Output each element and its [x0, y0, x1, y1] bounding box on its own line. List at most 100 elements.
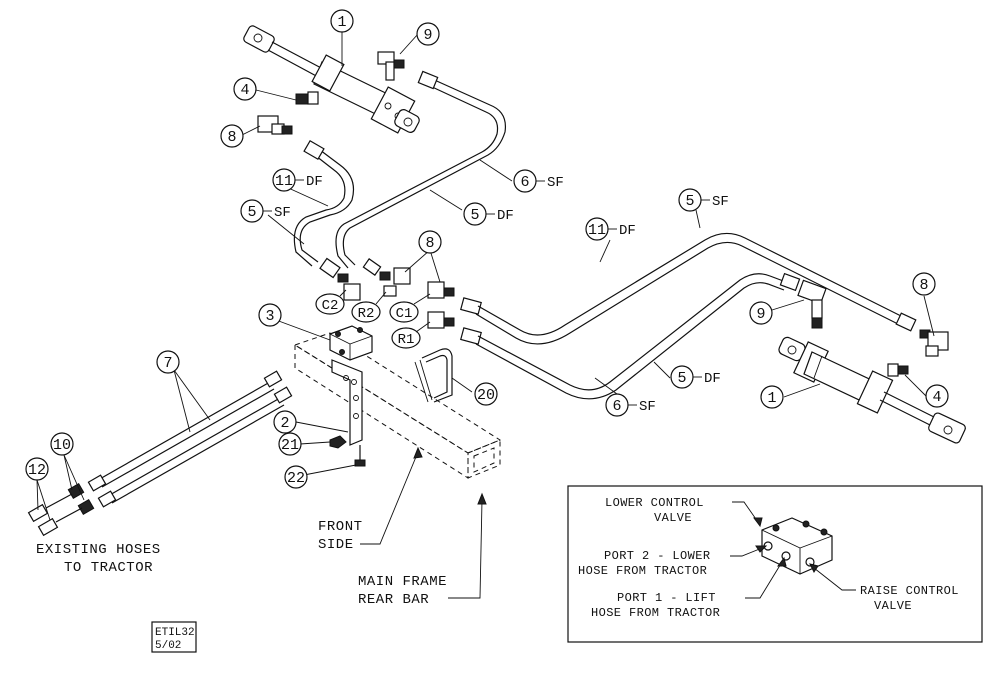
hose-11-df-left [293, 139, 355, 267]
callout-7: 7 [156, 350, 180, 374]
callout-8-right-number: 8 [919, 277, 928, 294]
callout-10: 10 [50, 432, 74, 456]
callout-12-number: 12 [28, 462, 46, 479]
callout-6-top-suffix: SF [547, 175, 564, 191]
label-front-side: FRONT SIDE [318, 446, 423, 553]
hose-11-df-right [475, 232, 917, 345]
callout-5-sf-right: 5 SF [678, 188, 729, 212]
callout-11-right-suffix: DF [619, 223, 636, 239]
callout-4-top: 4 [233, 77, 257, 101]
callout-6-low-number: 6 [612, 398, 621, 415]
callout-21: 21 [278, 432, 302, 456]
callout-8-mid: 8 [418, 230, 442, 254]
port-label-c2: C2 [315, 289, 347, 315]
callout-5-low-suffix: DF [704, 371, 721, 387]
port-label-r1: R1 [391, 321, 431, 349]
callout-3-number: 3 [265, 308, 274, 325]
port-label-c1: C1 [389, 293, 431, 323]
callout-leaders [36, 32, 935, 521]
inset-raise-control-line-2: VALVE [874, 599, 912, 613]
callout-4-top-number: 4 [240, 82, 249, 99]
callout-5-sf-left: 5 SF [240, 199, 291, 223]
front-side-line-2: SIDE [318, 537, 354, 553]
nut-21 [329, 435, 347, 449]
callout-21-number: 21 [281, 437, 299, 454]
inset-valve-body [761, 517, 833, 575]
inset-label-raise-control: RAISE CONTROL VALVE [809, 563, 959, 613]
fitting-r2 [362, 258, 411, 297]
bolt-22 [354, 445, 366, 467]
hydraulic-cylinder-top [243, 25, 420, 134]
callout-9-right: 9 [749, 301, 773, 325]
callout-5-df-mid: 5 DF [463, 202, 514, 226]
inset-raise-control-line-1: RAISE CONTROL [860, 584, 959, 598]
callout-5-right-number: 5 [685, 193, 694, 210]
label-existing-hoses: EXISTING HOSES TO TRACTOR [36, 542, 160, 576]
callout-1-right: 1 [760, 385, 784, 409]
callout-4-right-number: 4 [932, 389, 941, 406]
u-bolt-20 [414, 348, 453, 403]
existing-hoses-line-2: TO TRACTOR [64, 560, 153, 576]
callout-9-top: 9 [416, 22, 440, 46]
elbow-fitting-right-8 [919, 329, 949, 357]
callout-3: 3 [258, 303, 282, 327]
callout-22: 22 [284, 465, 308, 489]
inset-port1-line-2: HOSE FROM TRACTOR [591, 606, 720, 620]
callout-22-number: 22 [287, 470, 305, 487]
callout-1-right-number: 1 [767, 390, 776, 407]
callout-4-right: 4 [925, 384, 949, 408]
hose-6-sf-top [335, 70, 507, 269]
callout-6-low-suffix: SF [639, 399, 656, 415]
front-side-line-1: FRONT [318, 519, 363, 535]
port-r2-text: R2 [358, 306, 375, 322]
inset-label-lower-control: LOWER CONTROL VALVE [605, 496, 763, 528]
inset-valve-detail: LOWER CONTROL VALVE PORT 2 - LOWER HOSE … [567, 485, 983, 643]
callout-11-df-left: 11 DF [272, 168, 323, 192]
stamp-code: ETIL32 [155, 627, 195, 639]
main-frame-rear-bar [293, 332, 502, 479]
port-c2-text: C2 [322, 298, 339, 314]
callout-5-low-number: 5 [677, 370, 686, 387]
stamp-date: 5/02 [155, 640, 181, 652]
drawing-stamp: ETIL32 5/02 [151, 621, 197, 653]
callout-11-right-number: 11 [588, 222, 606, 239]
callout-2-number: 2 [280, 415, 289, 432]
callout-12: 12 [25, 457, 49, 481]
main-frame-line-2: REAR BAR [358, 592, 429, 608]
control-valve-3 [329, 325, 373, 361]
callout-6-sf-low: 6 SF [605, 393, 656, 417]
inset-label-port-1: PORT 1 - LIFT HOSE FROM TRACTOR [591, 556, 787, 620]
inset-lower-control-line-1: LOWER CONTROL [605, 496, 704, 510]
callout-2: 2 [273, 410, 297, 434]
inset-port2-line-1: PORT 2 - LOWER [604, 549, 710, 563]
callout-6-sf-top: 6 SF [513, 169, 564, 193]
elbow-fitting-right-9 [797, 279, 827, 329]
port-r1-text: R1 [398, 332, 415, 348]
port-label-r2: R2 [351, 291, 387, 323]
callout-5-left-suffix: SF [274, 205, 291, 221]
callout-8-top: 8 [220, 124, 244, 148]
fitting-c2 [319, 257, 361, 301]
callout-1-top: 1 [330, 9, 354, 33]
inset-port2-line-2: HOSE FROM TRACTOR [578, 564, 707, 578]
main-frame-line-1: MAIN FRAME [358, 574, 447, 590]
callout-8-top-number: 8 [227, 129, 236, 146]
callout-5-mid-suffix: DF [497, 208, 514, 224]
hose-6-sf-right [475, 272, 801, 400]
callout-5-df-low: 5 DF [670, 365, 721, 389]
hydraulic-cylinder-right [778, 336, 966, 444]
callout-8-mid-number: 8 [425, 235, 434, 252]
hoses-7-to-tractor [87, 370, 293, 508]
label-main-frame-rear-bar: MAIN FRAME REAR BAR [358, 492, 487, 608]
port-c1-text: C1 [396, 306, 413, 322]
callout-11-left-suffix: DF [306, 174, 323, 190]
callout-20-number: 20 [477, 387, 495, 404]
callout-5-mid-number: 5 [470, 207, 479, 224]
callout-11-df-right: 11 DF [585, 217, 636, 241]
callout-5-right-suffix: SF [712, 194, 729, 210]
elbow-fitting-top-left [257, 115, 293, 135]
callout-10-number: 10 [53, 437, 71, 454]
callout-9-top-number: 9 [423, 27, 432, 44]
callout-1-top-number: 1 [337, 14, 346, 31]
adapters-10-12 [27, 482, 95, 537]
